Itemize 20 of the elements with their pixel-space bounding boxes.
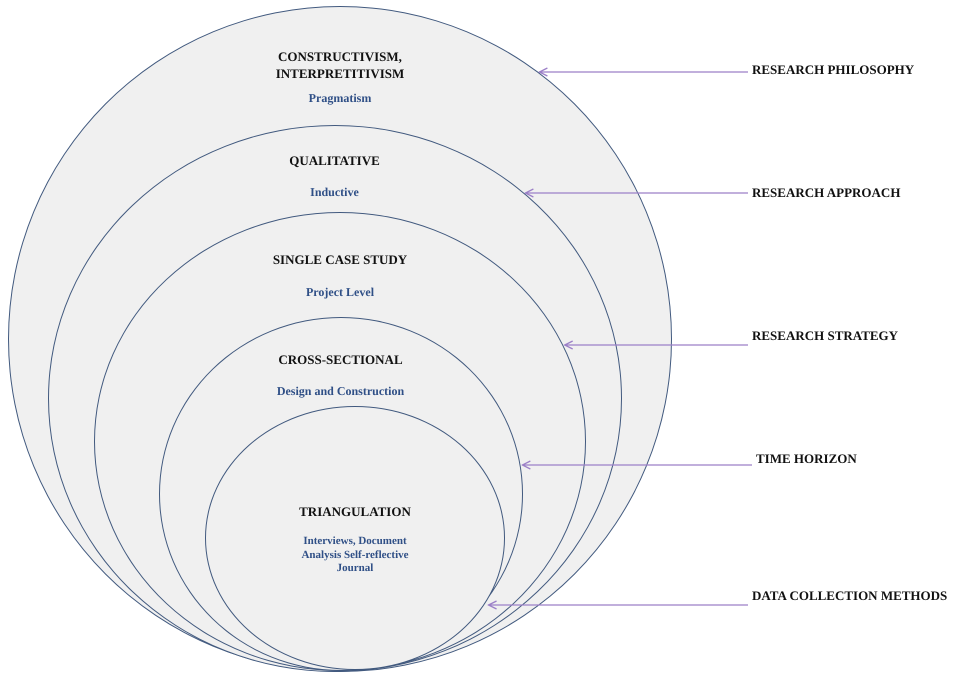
arrow: [488, 600, 748, 610]
layer-heading: TRIANGULATION: [299, 504, 411, 521]
layer-detail: Interviews, Document Analysis Self-reflective Journal: [300, 534, 410, 576]
layer-detail: Project Level: [306, 284, 374, 300]
arrow: [538, 67, 748, 77]
layer-heading: QUALITATIVE: [289, 152, 380, 170]
level-label: DATA COLLECTION METHODS: [752, 586, 948, 606]
layer-detail: Inductive: [310, 185, 359, 200]
level-label: TIME HORIZON: [756, 449, 857, 469]
layer-detail: Pragmatism: [308, 90, 372, 106]
layer-detail: Design and Construction: [276, 384, 404, 400]
layer-heading: SINGLE CASE STUDY: [272, 252, 408, 269]
arrow: [564, 340, 748, 350]
level-label: RESEARCH APPROACH: [752, 183, 900, 203]
arrow: [524, 188, 748, 198]
level-label: RESEARCH PHILOSOPHY: [752, 60, 914, 80]
arrow: [522, 460, 752, 470]
layer-heading: CONSTRUCTIVISM, INTERPRETITIVISM: [274, 49, 406, 83]
level-label: RESEARCH STRATEGY: [752, 326, 898, 346]
layer-heading: CROSS-SECTIONAL: [278, 352, 403, 368]
